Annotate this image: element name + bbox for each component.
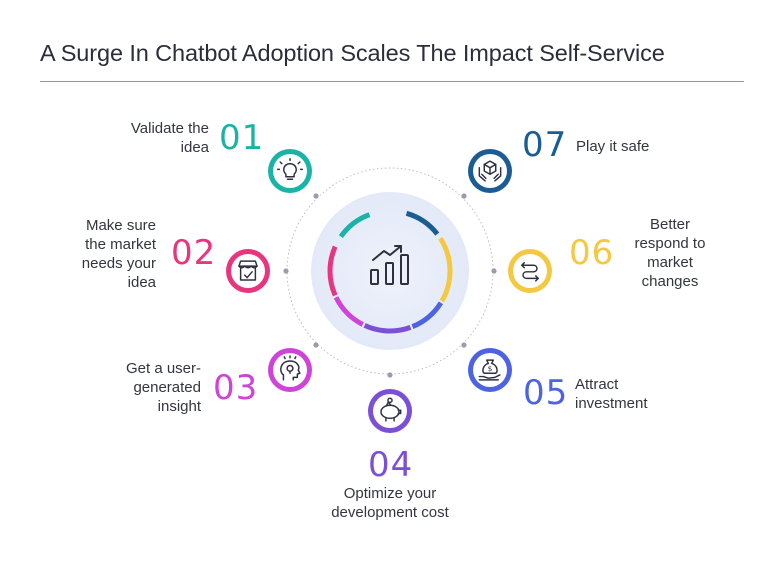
ring-segment-05: [411, 301, 443, 329]
progress-ring: [327, 210, 453, 334]
step-node-01: [268, 149, 312, 193]
step-number-06: 06: [569, 233, 615, 273]
connector-dot-03: [313, 342, 319, 348]
step-node-inner: [373, 394, 407, 428]
hands-cube-icon: [478, 160, 502, 182]
center-disc: [311, 192, 469, 350]
ring-segment-07: [405, 210, 440, 236]
step-label-line: needs your: [81, 255, 156, 272]
step-label-line: Optimize your: [343, 485, 437, 502]
step-label-line: development cost: [331, 504, 449, 521]
step-label-05: Attract investment: [575, 375, 675, 413]
step-node-05: $: [468, 348, 512, 392]
page-title: A Surge In Chatbot Adoption Scales The I…: [40, 40, 665, 66]
step-number-05: 05: [523, 373, 569, 413]
step-label-line: generated: [133, 379, 201, 396]
step-label-07: Play it safe: [576, 137, 696, 156]
step-node-04: [368, 389, 412, 433]
step-label-line: Validate the: [130, 120, 209, 137]
step-number-04: 04: [368, 445, 414, 485]
connector-dot-05: [461, 342, 467, 348]
step-label-02: Make sure the market needs your idea: [50, 216, 156, 292]
step-label-line: Better: [649, 216, 691, 233]
ring-segment-04: [363, 323, 412, 334]
step-label-line: idea: [127, 274, 156, 291]
step-node-inner: [473, 353, 507, 387]
bar-chart-trend-icon: [370, 245, 409, 285]
piggy-bank-icon: [380, 397, 402, 422]
step-label-03: Get a user-generated insight: [80, 359, 201, 416]
connector-dot-02: [283, 268, 289, 274]
step-label-line: Get a user-: [125, 360, 201, 377]
ring-segment-02: [327, 245, 338, 297]
head-idea-icon: [280, 355, 301, 381]
ring-segment-06: [438, 236, 453, 303]
step-number-01: 01: [219, 118, 265, 158]
step-label-01: Validate the idea: [96, 119, 209, 157]
step-label-line: Make sure: [85, 217, 156, 234]
step-node-03: [268, 348, 312, 392]
step-node-inner: [273, 353, 307, 387]
route-arrows-icon: [521, 262, 539, 282]
step-label-line: market: [647, 254, 693, 271]
step-label-line: insight: [157, 398, 201, 415]
step-label-04: Optimize your development cost: [300, 484, 480, 522]
lightbulb-icon: [276, 157, 304, 180]
step-label-line: the market: [85, 236, 156, 253]
step-node-06: [508, 249, 552, 293]
step-label-06: Better respond to market changes: [620, 215, 720, 291]
svg-text:$: $: [488, 364, 493, 373]
connector-dot-01: [313, 193, 319, 199]
step-label-line: Play it safe: [576, 138, 650, 155]
step-number-02: 02: [171, 233, 217, 273]
ring-segment-01: [338, 212, 371, 239]
step-label-line: Attract: [575, 376, 619, 393]
step-node-02: [226, 249, 270, 293]
step-label-line: changes: [641, 273, 699, 290]
step-node-inner: [231, 254, 265, 288]
connector-dot-06: [491, 268, 497, 274]
connector-dot-07: [461, 193, 467, 199]
step-node-inner: [513, 254, 547, 288]
storefront-icon: [238, 260, 258, 281]
step-label-line: idea: [180, 139, 209, 156]
step-label-line: investment: [575, 395, 648, 412]
title-underline: [40, 81, 744, 82]
step-number-03: 03: [213, 368, 259, 408]
step-label-line: respond to: [634, 235, 706, 252]
money-bag-hand-icon: $: [478, 359, 501, 381]
step-number-07: 07: [522, 125, 568, 165]
ring-segment-03: [333, 296, 364, 327]
connector-dot-04: [387, 372, 393, 378]
step-node-07: [468, 149, 512, 193]
